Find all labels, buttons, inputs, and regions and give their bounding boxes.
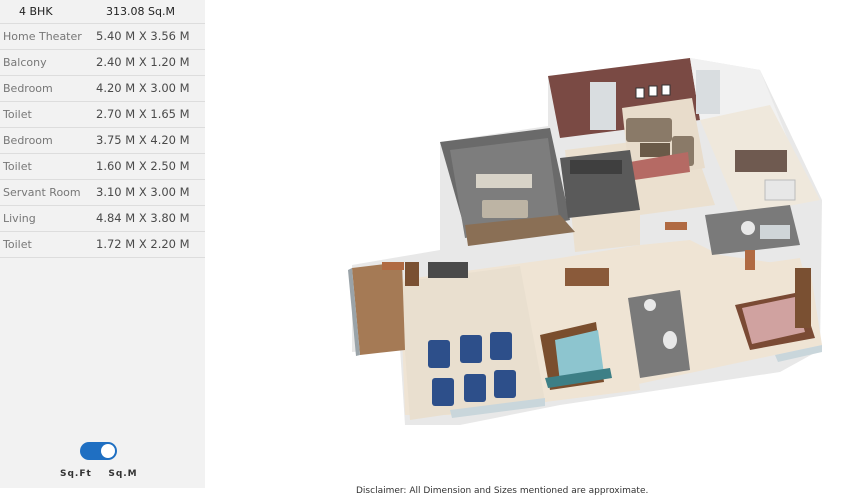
summary-row: 4 BHK 313.08 Sq.M [0,0,205,24]
room-row: Home Theater 5.40 M X 3.56 M [0,24,205,50]
room-size: 3.10 M X 3.00 M [96,185,190,199]
floor-plan-3d [348,58,822,425]
room-list: Home Theater 5.40 M X 3.56 M Balcony 2.40 … [0,24,205,258]
room-name: Servant Room [3,186,81,199]
room-size: 2.40 M X 1.20 M [96,55,190,69]
room-name: Toilet [3,108,32,121]
unit-labels: Sq.Ft Sq.M [60,469,138,479]
room-name: Home Theater [3,30,82,43]
room-row: Toilet 1.72 M X 2.20 M [0,232,205,258]
unit-type: 4 BHK [19,5,53,18]
room-size: 1.72 M X 2.20 M [96,237,190,251]
disclaimer-text: Disclaimer: All Dimension and Sizes ment… [356,486,649,496]
room-size: 3.75 M X 4.20 M [96,133,190,147]
room-name: Living [3,212,36,225]
room-name: Toilet [3,160,32,173]
room-row: Living 4.84 M X 3.80 M [0,206,205,232]
sqft-option[interactable]: Sq.Ft [60,469,92,479]
room-row: Balcony 2.40 M X 1.20 M [0,50,205,76]
room-size: 2.70 M X 1.65 M [96,107,190,121]
total-area: 313.08 Sq.M [106,5,175,18]
room-size: 4.84 M X 3.80 M [96,211,190,225]
room-size: 4.20 M X 3.00 M [96,81,190,95]
area-sidebar: 4 BHK 313.08 Sq.M Home Theater 5.40 M X 3… [0,0,205,488]
room-name: Bedroom [3,134,53,147]
room-name: Toilet [3,238,32,251]
room-name: Bedroom [3,82,53,95]
room-row: Bedroom 4.20 M X 3.00 M [0,76,205,102]
room-row: Servant Room 3.10 M X 3.00 M [0,180,205,206]
room-row: Toilet 2.70 M X 1.65 M [0,102,205,128]
room-size: 5.40 M X 3.56 M [96,29,190,43]
room-name: Balcony [3,56,47,69]
unit-toggle-switch[interactable] [80,442,117,460]
room-size: 1.60 M X 2.50 M [96,159,190,173]
room-row: Toilet 1.60 M X 2.50 M [0,154,205,180]
room-row: Bedroom 3.75 M X 4.20 M [0,128,205,154]
toggle-knob [101,444,115,458]
sqm-option[interactable]: Sq.M [108,469,138,479]
